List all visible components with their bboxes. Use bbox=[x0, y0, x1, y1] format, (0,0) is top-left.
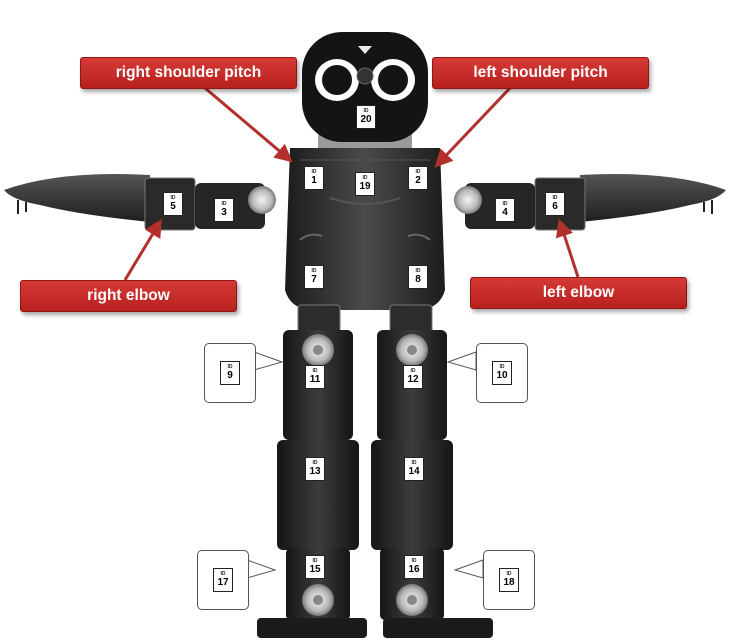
id-caption: ID bbox=[312, 368, 318, 374]
right-arm-wing bbox=[4, 174, 150, 222]
left-leg bbox=[371, 330, 493, 638]
callout-label: right shoulder pitch bbox=[115, 64, 262, 81]
id-caption: ID bbox=[362, 175, 368, 181]
right-shoulder-pitch-callout: right shoulder pitch bbox=[80, 57, 297, 89]
id-caption: ID bbox=[363, 108, 369, 114]
right-shoulder-pitch-arrow bbox=[204, 86, 293, 163]
left-shoulder-gear bbox=[454, 186, 482, 214]
id-caption: ID bbox=[227, 364, 233, 370]
servo-number: 16 bbox=[408, 564, 420, 575]
servo-number: 17 bbox=[217, 577, 229, 588]
servo-number: 9 bbox=[227, 370, 233, 381]
left-elbow-callout: left elbow bbox=[470, 277, 687, 309]
servo-number: 12 bbox=[407, 374, 419, 385]
right-elbow-callout: right elbow bbox=[20, 280, 237, 312]
id-caption: ID bbox=[552, 195, 558, 201]
servo-number: 8 bbox=[415, 274, 421, 285]
id-caption: ID bbox=[506, 571, 512, 577]
servo-number: 5 bbox=[170, 201, 176, 212]
right-elbow-arrow bbox=[123, 218, 162, 281]
id-caption: ID bbox=[311, 169, 317, 175]
id-caption: ID bbox=[502, 201, 508, 207]
id-caption: ID bbox=[499, 364, 505, 370]
servo-number: 7 bbox=[311, 274, 317, 285]
bubble-tail-10 bbox=[446, 351, 477, 371]
callout-label: left shoulder pitch bbox=[473, 64, 608, 81]
servo-number: 20 bbox=[360, 114, 372, 125]
id-caption: ID bbox=[410, 368, 416, 374]
servo-number: 15 bbox=[309, 564, 321, 575]
robot-head bbox=[302, 32, 428, 150]
servo-number: 11 bbox=[309, 374, 321, 385]
bubble-tail-17 bbox=[246, 559, 277, 579]
servo-number: 14 bbox=[408, 466, 420, 477]
id-caption: ID bbox=[312, 460, 318, 466]
servo-number: 19 bbox=[359, 181, 371, 192]
servo-number: 13 bbox=[309, 466, 321, 477]
servo-number: 10 bbox=[496, 370, 508, 381]
left-shoulder-pitch-arrow bbox=[434, 86, 512, 168]
id-caption: ID bbox=[311, 268, 317, 274]
left-shoulder-pitch-callout: left shoulder pitch bbox=[432, 57, 649, 89]
bubble-tail-18 bbox=[453, 559, 484, 579]
right-shoulder-gear bbox=[248, 186, 276, 214]
servo-number: 3 bbox=[221, 207, 227, 218]
id-caption: ID bbox=[415, 268, 421, 274]
left-elbow-arrow bbox=[555, 218, 580, 278]
id-caption: ID bbox=[411, 460, 417, 466]
callout-label: right elbow bbox=[87, 287, 170, 304]
right-leg bbox=[257, 330, 367, 638]
servo-number: 1 bbox=[311, 175, 317, 186]
id-caption: ID bbox=[411, 558, 417, 564]
servo-number: 4 bbox=[502, 207, 508, 218]
callout-label: left elbow bbox=[542, 284, 615, 301]
id-caption: ID bbox=[170, 195, 176, 201]
servo-number: 2 bbox=[415, 175, 421, 186]
id-caption: ID bbox=[312, 558, 318, 564]
servo-number: 6 bbox=[552, 201, 558, 212]
id-caption: ID bbox=[220, 571, 226, 577]
id-caption: ID bbox=[221, 201, 227, 207]
bubble-tail-9 bbox=[253, 351, 284, 371]
robot-torso bbox=[285, 148, 445, 310]
servo-number: 18 bbox=[503, 577, 515, 588]
id-caption: ID bbox=[415, 169, 421, 175]
left-arm-wing bbox=[580, 174, 726, 222]
